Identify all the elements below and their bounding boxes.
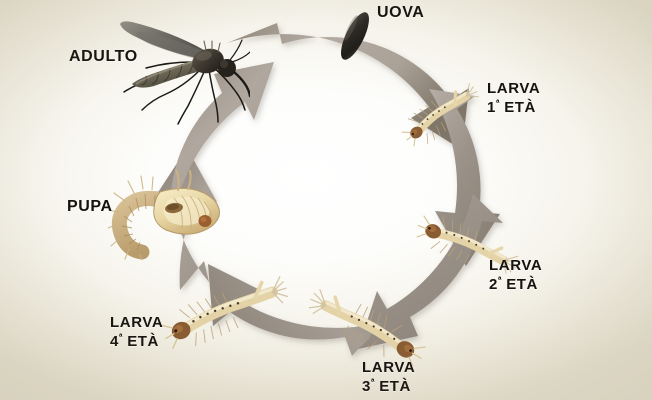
larva3-ordinal-suffix: ª — [370, 376, 375, 387]
pupa-cephalothorax — [153, 169, 220, 235]
mosquito-larva-icon-stage2 — [416, 215, 519, 274]
stage-label-larva1: LARVA 1ª ETÀ — [487, 80, 541, 117]
mosquito-larva-icon-stage3 — [308, 288, 426, 366]
stage-label-uova-line1: UOVA — [377, 4, 425, 21]
mosquito-pupa-icon — [108, 169, 220, 260]
arrow-segment-3 — [358, 194, 503, 349]
mosquito-abdomen — [132, 58, 204, 88]
larva2-ordinal: 2 — [489, 275, 498, 293]
stage-label-adulto: ADULTO — [69, 48, 138, 66]
mosquito-larva-icon-stage1 — [401, 82, 479, 147]
stage-label-larva2: LARVA 2ª ETÀ — [489, 257, 543, 294]
larva3-eta: ETÀ — [379, 377, 411, 395]
mosquito-wings — [120, 21, 206, 60]
larva1-ordinal-suffix: ª — [495, 97, 500, 108]
stage-label-larva3-line2: 3ª ETÀ — [362, 377, 415, 396]
mosquito-head — [218, 39, 250, 98]
larva2-eta: ETÀ — [506, 275, 538, 293]
mosquito-thorax — [192, 40, 224, 74]
larva4-ordinal: 4 — [110, 332, 119, 350]
stage-label-uova: UOVA — [377, 4, 424, 22]
pupa-abdomen — [108, 175, 174, 260]
arrow-segment-6 — [150, 62, 274, 193]
stage-label-pupa-line1: PUPA — [67, 198, 113, 215]
mosquito-egg-icon — [341, 12, 369, 60]
stage-label-larva1-line1: LARVA — [487, 80, 541, 97]
larva4-ordinal-suffix: ª — [118, 331, 123, 342]
stage-label-larva2-line1: LARVA — [489, 257, 543, 274]
stage-label-pupa: PUPA — [67, 198, 113, 216]
stage-label-larva4-line1: LARVA — [110, 314, 164, 331]
stage-label-larva4: LARVA 4ª ETÀ — [110, 314, 164, 351]
stage-label-larva3-line1: LARVA — [362, 359, 416, 376]
larva4-eta: ETÀ — [127, 332, 159, 350]
arrow-segment-1 — [227, 23, 469, 150]
arrow-segment-4 — [208, 264, 382, 356]
stage-label-larva4-line2: 4ª ETÀ — [110, 332, 163, 351]
larva2-ordinal-suffix: ª — [497, 274, 502, 285]
stage-label-larva2-line2: 2ª ETÀ — [489, 275, 542, 294]
stage-label-larva1-line2: 1ª ETÀ — [487, 98, 540, 117]
larva1-ordinal: 1 — [487, 98, 496, 116]
adult-mosquito-icon — [120, 21, 250, 125]
larva3-ordinal: 3 — [362, 377, 371, 395]
stage-label-larva3: LARVA 3ª ETÀ — [362, 359, 416, 396]
mosquito-larva-icon-stage4 — [160, 276, 289, 350]
arrow-segment-2 — [429, 89, 500, 266]
stage-label-adulto-line1: ADULTO — [69, 48, 138, 65]
larva1-eta: ETÀ — [504, 98, 536, 116]
arrow-segments-group — [150, 23, 503, 356]
